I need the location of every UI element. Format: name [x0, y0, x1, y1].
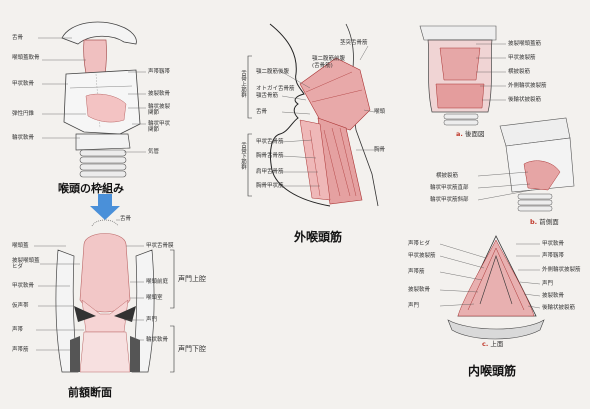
caption-lateral: b. 前側面: [530, 216, 559, 226]
label-superior-arytenoid-right: 披裂軟骨: [542, 293, 564, 299]
label-mylohyoid: オトガイ舌骨筋: [256, 86, 295, 92]
label-vocal-ligament: 声帯靱帯: [148, 69, 170, 75]
label-infrahyoid-group: 舌骨下筋群: [240, 142, 246, 170]
label-thyroepiglottic: 披裂喉頭蓋筋: [508, 41, 541, 47]
caption-posterior: a. 後面図: [456, 128, 484, 138]
label-aryepiglottic-fold: 披裂喉頭蓋ヒダ: [12, 258, 40, 270]
label-vestibule: 喉頭前庭: [146, 279, 168, 285]
label-trachea: 気管: [148, 149, 159, 155]
label-glottis: 声門: [146, 317, 157, 323]
larynx-framework-figure: [38, 22, 146, 177]
label-lateral-cricoarytenoid: 外側輪状披裂筋: [508, 83, 547, 89]
label-hyoid: 舌骨: [12, 35, 23, 41]
label-coronal-thyroid: 甲状軟骨: [12, 283, 34, 289]
label-coronal-cricoid: 輪状軟骨: [146, 337, 168, 343]
caption-posterior-text: 後面図: [465, 130, 485, 138]
label-thyroid-cartilage: 甲状軟骨: [12, 81, 34, 87]
label-superior-thyroarytenoid: 甲状披裂筋: [408, 253, 436, 259]
label-supraglottic: 声門上腔: [178, 276, 206, 282]
label-cricothyroid-joint: 輪状甲状関節: [148, 121, 174, 133]
label-vocalis: 声帯筋: [12, 347, 29, 353]
label-cricoid-cartilage: 輪状軟骨: [12, 135, 34, 141]
label-subglottic: 声門下腔: [178, 346, 206, 352]
label-muscle-set: (舌骨筋): [312, 63, 333, 69]
caption-superior: c. 上面: [482, 338, 503, 348]
caption-posterior-letter: a.: [456, 130, 463, 138]
label-false-vocal: 仮声帯: [12, 303, 29, 309]
label-elastic-cone: 弾性円錐: [12, 111, 34, 117]
down-arrow-icon: [90, 194, 120, 220]
extrinsic-muscles-figure: [248, 24, 378, 206]
label-superior-posterior-cricoarytenoid: 後輪状披裂筋: [542, 305, 575, 311]
intrinsic-title: 内喉頭筋: [468, 362, 516, 379]
label-larynx: 喉頭: [374, 109, 385, 115]
intrinsic-superior-figure: [440, 236, 544, 339]
extrinsic-title: 外喉頭筋: [294, 228, 342, 245]
label-superior-vocal-ligament: 声帯靱帯: [542, 253, 564, 259]
label-ventricle: 喉頭室: [146, 295, 163, 301]
caption-lateral-text: 前側面: [539, 218, 559, 226]
intrinsic-posterior-figure: [420, 26, 506, 125]
label-digastric-posterior: 顎二腹筋後腹: [256, 69, 289, 75]
label-transverse-arytenoid: 横披裂筋: [508, 69, 530, 75]
label-omohyoid: 肩甲舌骨筋: [256, 169, 284, 175]
label-epiglottic-cartilage: 喉頭蓋軟骨: [12, 55, 40, 61]
label-sternohyoid: 胸骨舌骨筋: [256, 153, 284, 159]
label-superior-vocal-fold: 声帯ヒダ: [408, 241, 430, 247]
label-stylohyoid: 茎突舌骨筋: [340, 40, 368, 46]
label-lateral-transverse: 横披裂筋: [436, 173, 458, 179]
label-geniohyoid: 顎舌骨筋: [256, 93, 278, 99]
label-sternothyroid: 胸骨甲状筋: [256, 183, 284, 189]
label-superior-lateral-cricoarytenoid: 外側輪状披裂筋: [542, 267, 581, 273]
label-thyrohyoid-muscle: 甲状舌骨筋: [256, 139, 284, 145]
label-posterior-cricoarytenoid: 後輪状披裂筋: [508, 97, 541, 103]
caption-superior-text: 上面: [490, 340, 503, 348]
caption-superior-letter: c.: [482, 340, 488, 348]
label-oblique-arytenoid: 甲状披裂筋: [508, 55, 536, 61]
label-digastric-anterior: 顎二腹筋前腹: [312, 56, 345, 62]
label-coronal-hyoid: 舌骨: [120, 216, 131, 222]
label-superior-vocal-muscle: 声帯筋: [408, 269, 425, 275]
label-superior-arytenoid: 披裂軟骨: [408, 287, 430, 293]
intrinsic-lateral-figure: [478, 118, 574, 211]
label-superior-glottis-right: 声門: [542, 281, 553, 287]
label-vocal-fold: 声帯: [12, 327, 23, 333]
label-coronal-epiglottis: 喉頭蓋: [12, 243, 29, 249]
label-cricothyroid-oblique: 輪状甲状筋斜部: [430, 197, 469, 203]
label-cricothyroid-straight: 輪状甲状筋直部: [430, 185, 469, 191]
label-arytenoid: 披裂軟骨: [148, 91, 170, 97]
label-superior-glottis: 声門: [408, 303, 419, 309]
label-suprahyoid-group: 舌骨上筋群: [240, 70, 246, 98]
label-superior-thyroid: 甲状軟骨: [542, 241, 564, 247]
framework-title: 喉頭の枠組み: [58, 180, 124, 196]
caption-lateral-letter: b.: [530, 218, 537, 226]
label-coronal-thyrohyoid: 甲状舌骨膜: [146, 243, 174, 249]
label-cricoarytenoid-joint: 輪状披裂関節: [148, 104, 174, 116]
coronal-title: 前額断面: [68, 384, 112, 400]
label-sternum: 胸骨: [374, 147, 385, 153]
label-extrinsic-hyoid: 舌骨: [256, 109, 267, 115]
